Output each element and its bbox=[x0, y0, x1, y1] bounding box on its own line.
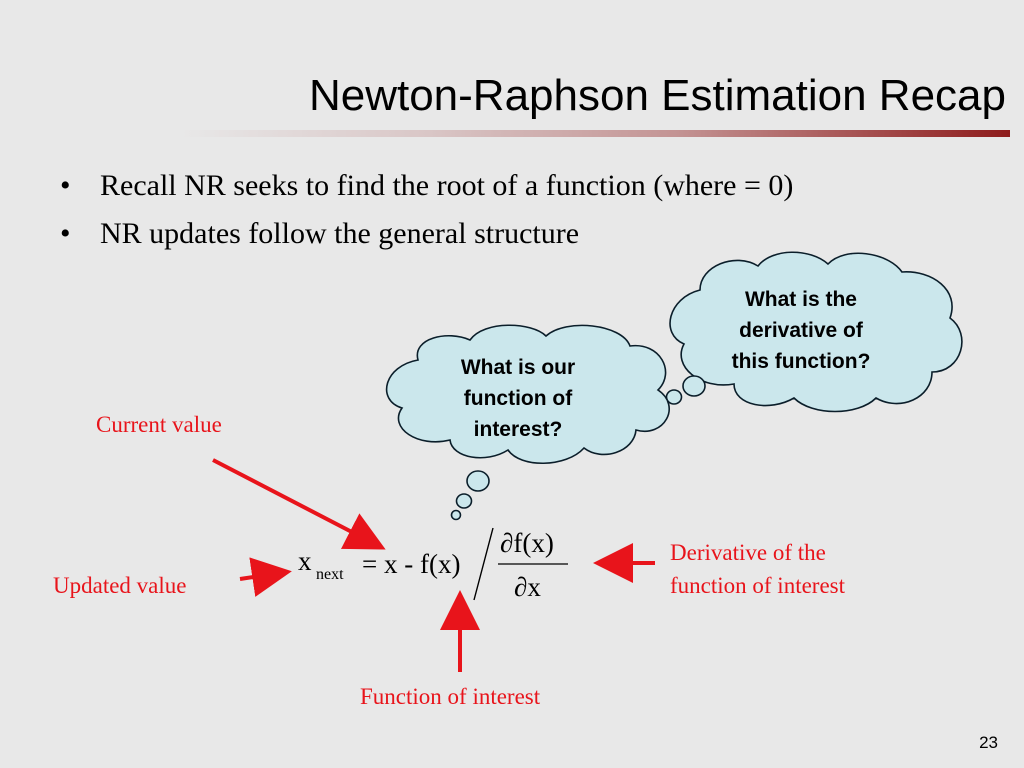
function-cloud-text: What is our function of interest? bbox=[460, 356, 576, 441]
updated-value-arrow bbox=[239, 557, 292, 597]
bullet-text: Recall NR seeks to find the root of a fu… bbox=[100, 169, 794, 202]
bullet-item: • Recall NR seeks to find the root of a … bbox=[60, 168, 793, 216]
bullet-item: • NR updates follow the general structur… bbox=[60, 216, 793, 264]
derivative-thought-cloud bbox=[654, 251, 963, 413]
current-value-label: Current value bbox=[96, 412, 222, 437]
derivative-label-line1: Derivative of the bbox=[670, 540, 826, 565]
updated-value-label: Updated value bbox=[53, 573, 187, 598]
bullet-text: NR updates follow the general structure bbox=[100, 217, 580, 250]
equation-subscript-next: next bbox=[316, 566, 344, 583]
bullet-list: • Recall NR seeks to find the root of a … bbox=[60, 168, 793, 264]
fraction-slash bbox=[473, 527, 494, 601]
equation-denominator: ∂x bbox=[514, 572, 541, 602]
bullet-dot: • bbox=[60, 217, 71, 250]
bullet-dot: • bbox=[60, 169, 71, 202]
function-thought-cloud bbox=[385, 324, 670, 521]
derivative-label-line2: function of interest bbox=[670, 573, 846, 598]
equation-numerator: ∂f(x) bbox=[500, 528, 554, 558]
function-of-interest-label: Function of interest bbox=[360, 684, 541, 709]
page-number: 23 bbox=[979, 733, 998, 752]
equation-right-hand-side: = x - f(x) bbox=[362, 549, 461, 579]
slide-title: Newton-Raphson Estimation Recap bbox=[308, 71, 1006, 120]
equation-x-next: x bbox=[298, 546, 312, 576]
title-rule bbox=[180, 130, 1010, 137]
derivative-cloud-text: What is the derivative of this function? bbox=[731, 288, 871, 373]
current-value-arrow bbox=[212, 458, 386, 550]
